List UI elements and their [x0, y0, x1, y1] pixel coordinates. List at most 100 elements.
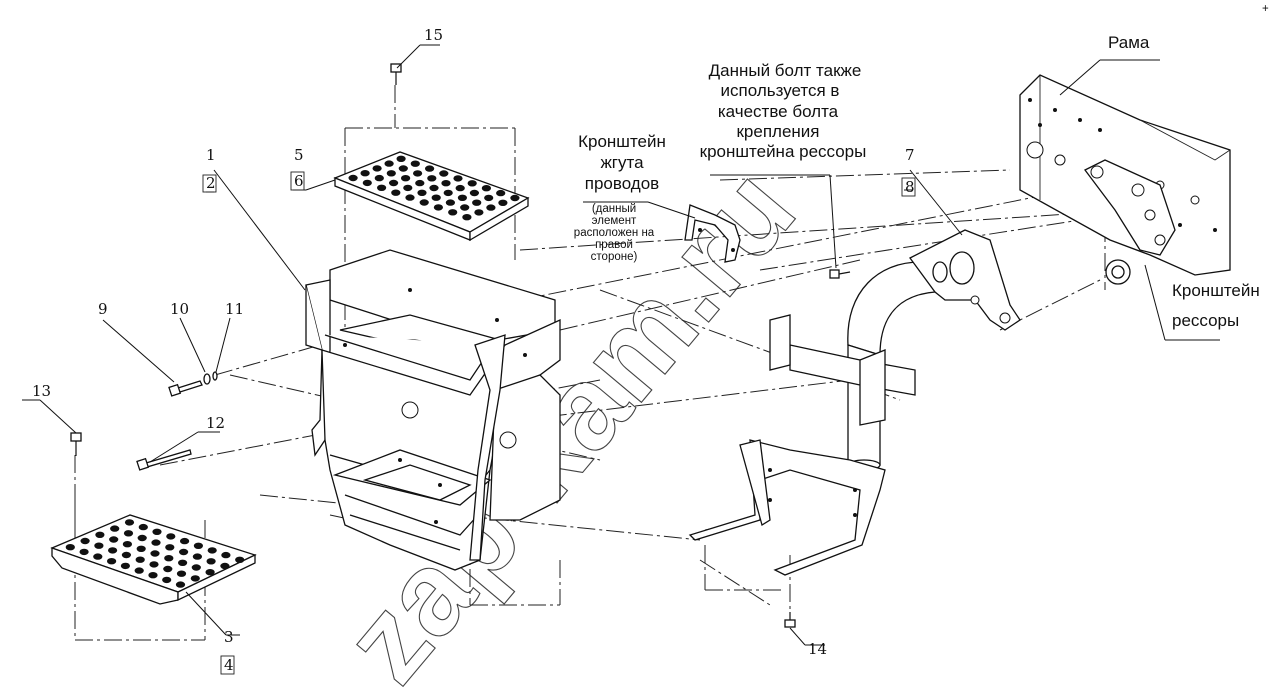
part-number-1: 1 — [206, 146, 216, 164]
harness-bracket-callout: Кронштейн жгута проводов (данный элемент… — [574, 132, 666, 263]
pad-hole — [162, 576, 172, 584]
harness-label-line2: жгута — [600, 153, 644, 172]
pad-hole — [123, 530, 134, 537]
pad-hole — [496, 189, 506, 197]
pad-hole — [207, 547, 217, 554]
pad-hole — [135, 556, 145, 563]
bolt-note-line4: крепления — [736, 122, 819, 141]
pad-hole — [460, 204, 470, 211]
pad-hole — [166, 533, 176, 540]
pad-hole — [93, 553, 103, 560]
pad-hole — [360, 170, 370, 177]
part-number-14: 14 — [808, 640, 827, 658]
pad-hole — [377, 184, 387, 191]
pad-hole — [484, 194, 494, 202]
harness-bracket — [684, 204, 741, 263]
pad-hole — [474, 209, 484, 216]
part-number-15: 15 — [424, 26, 443, 44]
part-number-labels: 15 1 2 5 6 9 10 11 12 13 3 4 14 7 8 — [32, 26, 916, 675]
pad-hole — [205, 569, 215, 576]
harness-label-line3: проводов — [585, 174, 659, 193]
part-number-3: 3 — [224, 628, 234, 646]
step-housing — [305, 249, 561, 571]
pad-hole — [391, 189, 401, 196]
pad-hole — [164, 555, 174, 562]
pad-hole — [137, 534, 147, 542]
bolt-bracket — [829, 269, 851, 279]
pad-hole — [79, 548, 89, 556]
pad-hole — [431, 194, 441, 201]
harness-note-line4: правой — [595, 239, 633, 251]
bolt-note-line2: используется в — [721, 81, 840, 100]
pad-hole — [429, 184, 439, 192]
part-number-2: 2 — [206, 174, 216, 192]
harness-note-line3: расположен на — [574, 227, 655, 239]
pad-hole — [148, 572, 158, 579]
pad-hole — [94, 542, 104, 549]
pad-hole — [486, 204, 496, 211]
pad-hole — [498, 199, 508, 206]
pad-hole — [401, 175, 411, 182]
pad-hole — [191, 564, 201, 571]
pad-hole — [120, 562, 130, 570]
spring-bracket-label-line2: рессоры — [1172, 311, 1239, 330]
pad-hole — [178, 559, 188, 566]
pad-hole — [180, 537, 190, 545]
spring-bracket — [1084, 159, 1176, 285]
pad-hole — [455, 184, 465, 192]
part-number-12: 12 — [206, 414, 225, 432]
pad-hole — [457, 194, 467, 201]
part-number-4: 4 — [224, 656, 234, 674]
frame-callout: Рама — [1108, 33, 1150, 52]
pad-hole — [413, 170, 423, 177]
pad-hole — [109, 536, 119, 543]
pad-hole — [467, 180, 477, 187]
pad-hole — [110, 525, 120, 532]
pad-hole — [384, 160, 394, 167]
part-number-5: 5 — [294, 146, 304, 164]
pad-hole — [389, 179, 399, 187]
pad-hole — [134, 567, 144, 574]
pad-hole — [121, 551, 131, 559]
bolt-note-line1: Данный болт также — [709, 61, 862, 80]
pad-hole — [65, 544, 75, 551]
pad-hole — [405, 194, 415, 201]
pad-hole — [108, 547, 118, 554]
bolt-note-line3: качестве болта — [718, 102, 839, 121]
pad-hole — [235, 556, 245, 563]
bolt-15 — [390, 63, 402, 85]
pad-hole — [190, 575, 200, 582]
corner-mark: + — [1262, 3, 1269, 15]
part-number-7: 7 — [905, 146, 915, 164]
part-number-13: 13 — [32, 382, 51, 400]
pad-hole — [107, 558, 117, 565]
pad-hole — [396, 155, 406, 162]
mounting-bracket — [688, 229, 1021, 576]
part-number-9: 9 — [98, 300, 108, 318]
pad-hole — [386, 170, 396, 177]
pad-hole — [453, 175, 463, 182]
pad-hole — [417, 189, 427, 196]
pad-hole — [410, 160, 420, 167]
harness-note-line2: элемент — [592, 215, 637, 227]
pad-hole — [149, 561, 159, 568]
spring-bracket-callout: Кронштейн рессоры — [1172, 281, 1260, 330]
pad-hole — [398, 165, 408, 172]
pad-hole — [445, 199, 455, 206]
pad-hole — [163, 565, 173, 573]
harness-label-line1: Кронштейн — [578, 132, 666, 151]
pad-hole — [348, 174, 358, 182]
pad-hole — [427, 175, 437, 182]
pad-hole — [192, 553, 202, 560]
pad-hole — [448, 209, 458, 216]
pad-hole — [122, 541, 132, 548]
pad-hole — [415, 179, 425, 187]
pad-hole — [150, 550, 160, 557]
pad-hole — [175, 581, 186, 588]
part-number-11: 11 — [225, 300, 244, 318]
pad-hole — [472, 199, 482, 206]
pad-hole — [441, 180, 451, 187]
upper-step-pad — [333, 151, 530, 242]
pad-hole — [95, 531, 105, 538]
